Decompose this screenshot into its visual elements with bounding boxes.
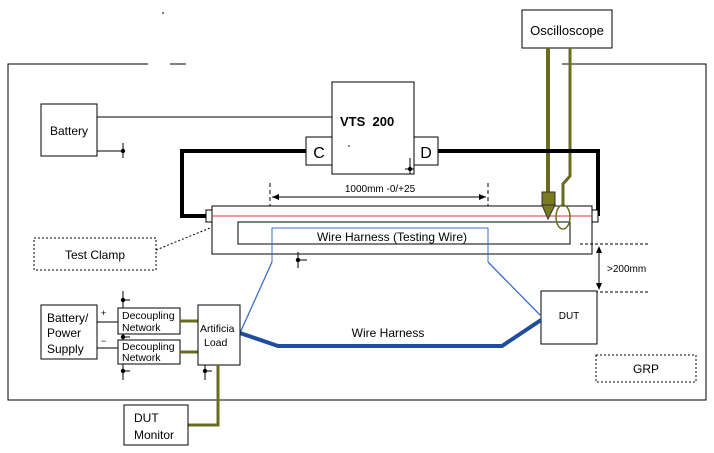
clamp-ground-dot [295, 257, 301, 263]
battery-power-supply-box [40, 304, 98, 360]
c-port-label: C [313, 145, 325, 162]
height-arrow-down [596, 283, 602, 290]
dimension-arrow-left [272, 194, 279, 200]
dut-monitor-line2: Monitor [134, 428, 174, 442]
height-label: >200mm [607, 264, 646, 275]
wire-harness-label: Wire Harness [352, 326, 425, 340]
wire-harness-cable [239, 318, 543, 348]
ground-plane-outline [7, 63, 707, 401]
vts-ground-dot [407, 166, 413, 172]
grp-callout [595, 354, 697, 383]
test-clamp-callout [33, 237, 157, 271]
battery-label: Battery [50, 124, 88, 138]
dut-label: DUT [559, 311, 580, 322]
battery-power-label-3: Supply [47, 342, 84, 356]
decoupling-1-line1: Decoupling [122, 310, 175, 322]
battery-power-label-1: Battery/ [47, 311, 89, 325]
vts-center-mark [348, 145, 350, 147]
battery-ground-dot [120, 148, 126, 154]
test-clamp-label: Test Clamp [65, 248, 125, 262]
current-probe-loop [555, 204, 571, 230]
load-to-monitor-cable [188, 365, 220, 427]
test-clamp-leader [155, 227, 211, 251]
battery-box [40, 103, 98, 157]
blue-testing-wire [271, 227, 489, 262]
current-probe-body [541, 191, 556, 206]
current-probe-tip [541, 204, 556, 221]
load-ground-dot [202, 368, 208, 374]
dimension-arrow-right [479, 194, 486, 200]
wire-harness-testing-label: Wire Harness (Testing Wire) [317, 230, 467, 244]
decoupling-2-line1: Decoupling [122, 341, 175, 353]
d-port-label: D [420, 145, 432, 162]
decoupling-ground-top-dot [120, 297, 126, 303]
dimension-label: 1000mm -0/+25 [345, 184, 416, 195]
decoupling-ground-bot-dot [120, 368, 126, 374]
oscilloscope-cable-b [561, 48, 572, 210]
test-wire-to-dut [487, 261, 542, 317]
decoupling-1-line2: Network [122, 322, 161, 334]
artificial-load-line1: Artificia [200, 323, 235, 335]
coupling-loop-cable [180, 149, 600, 218]
artificial-load-box [197, 304, 241, 366]
vts-200-label: VTS 200 [340, 114, 394, 129]
test-clamp-end-left [205, 209, 213, 223]
dut-monitor-box [123, 404, 189, 446]
oscilloscope-box [521, 9, 613, 49]
decoupling-ground-mid-dot [120, 334, 126, 340]
dut-box [540, 290, 598, 345]
decoupling-2-line2: Network [122, 352, 161, 364]
plus-terminal-label: + [101, 308, 106, 318]
height-arrow-up [596, 246, 602, 253]
oscilloscope-label: Oscilloscope [530, 23, 604, 38]
grp-label: GRP [633, 362, 659, 376]
minus-terminal-label: − [101, 336, 106, 346]
decoupling-network-2 [117, 339, 181, 365]
d-port-box [413, 136, 439, 166]
artificial-load-line2: Load [204, 337, 228, 349]
battery-power-label-2: Power [47, 326, 81, 340]
test-wire-to-load [239, 261, 273, 334]
c-port-box [305, 136, 333, 166]
dut-monitor-line1: DUT [134, 411, 159, 425]
vts-200-box [331, 81, 415, 175]
test-clamp-end-right [591, 209, 599, 223]
